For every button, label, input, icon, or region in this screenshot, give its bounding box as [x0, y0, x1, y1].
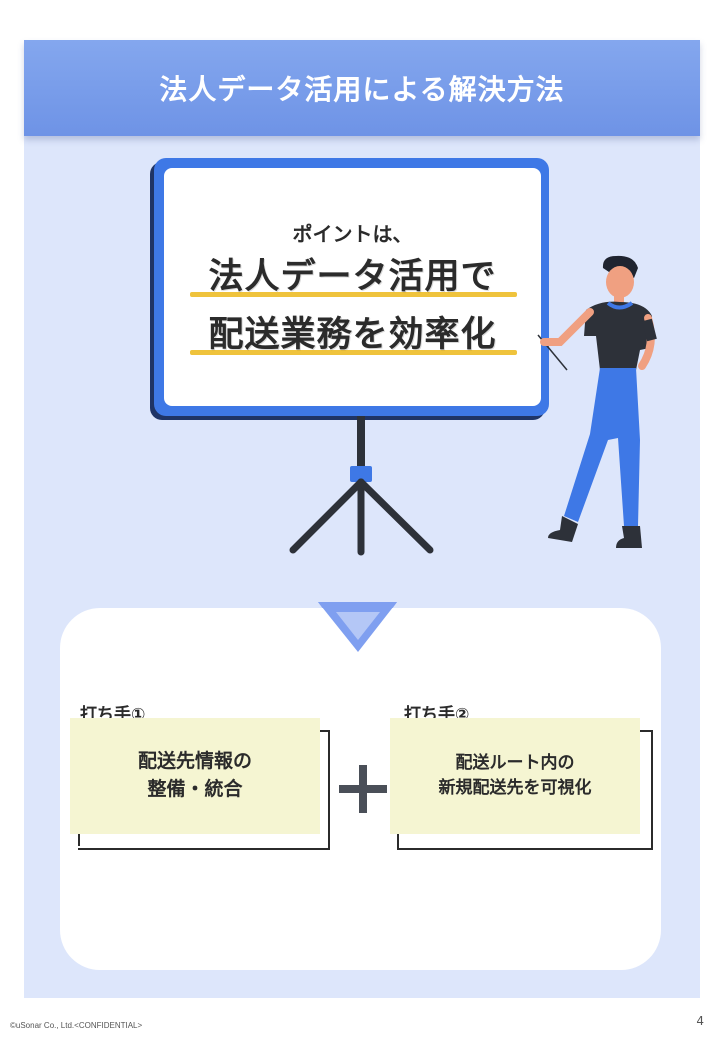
plus-icon: [339, 765, 387, 813]
step-2-text: 配送ルート内の 新規配送先を可視化: [439, 751, 592, 800]
step-2-box: 配送ルート内の 新規配送先を可視化: [390, 718, 640, 834]
page-number: 4: [696, 1014, 704, 1028]
copyright-footer: ©uSonar Co., Ltd.<CONFIDENTIAL>: [10, 1021, 142, 1030]
